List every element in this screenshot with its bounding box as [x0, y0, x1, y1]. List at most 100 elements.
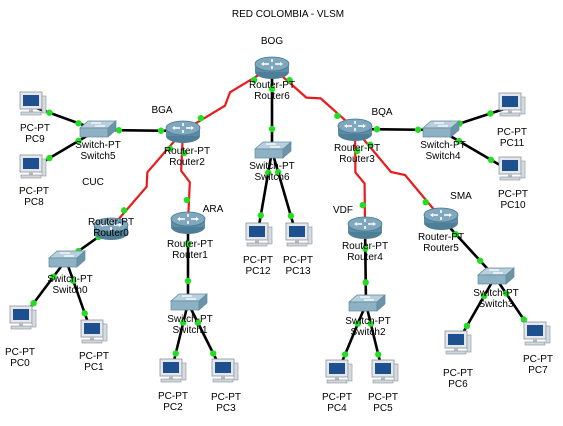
link-status-dot — [268, 125, 276, 133]
diagram-title: RED COLOMBIA - VLSM — [232, 9, 344, 20]
link-status-dot — [455, 137, 463, 145]
pc-icon — [498, 156, 526, 181]
router-type-label: Router-PT — [418, 232, 464, 243]
router-name-label: Router1 — [172, 250, 208, 261]
router-location-label: SMA — [450, 191, 472, 202]
link-status-dot — [30, 300, 37, 307]
link-status-dot — [75, 120, 82, 127]
link-status-dot — [172, 350, 179, 357]
link-r4-s2 — [362, 226, 369, 305]
switch-type-label: Switch-PT — [420, 140, 466, 151]
pc-type-label: PC-PT — [523, 354, 553, 365]
link-status-dot — [359, 201, 366, 209]
link-status-dot — [183, 196, 190, 204]
switch-type-label: Switch-PT — [75, 140, 121, 151]
link-status-dot — [250, 76, 258, 84]
link-status-dot — [184, 240, 192, 248]
link-status-dot — [503, 290, 510, 297]
link-status-dot — [520, 316, 527, 323]
pc-icon — [9, 305, 37, 330]
router-location-label: CUC — [82, 177, 104, 188]
pc-type-label: PC-PT — [243, 255, 273, 266]
link-status-dot — [341, 351, 349, 358]
pc-name-label: PC13 — [285, 266, 310, 277]
link-status-dot — [487, 156, 495, 164]
pc-type-label: PC-PT — [19, 186, 49, 197]
link-status-dot — [362, 245, 369, 252]
link-status-dot — [362, 279, 369, 286]
pc-type-label: PC-PT — [443, 368, 473, 379]
switch-name-label: Switch6 — [254, 172, 289, 183]
link-status-dot — [463, 322, 471, 330]
pc-name-label: PC2 — [163, 402, 183, 413]
pc-name-label: PC6 — [448, 379, 468, 390]
router-name-label: Router4 — [347, 252, 383, 263]
pc-icon — [498, 92, 526, 117]
switch-type-label: Switch-PT — [345, 316, 391, 327]
link-status-dot — [70, 277, 77, 284]
link-status-dot — [354, 147, 361, 155]
pc-icon — [211, 358, 239, 383]
switch-type-label: Switch-PT — [47, 274, 93, 285]
switch-name-label: Switch2 — [350, 327, 385, 338]
pc-icon — [285, 222, 313, 247]
switch-icon — [79, 120, 117, 138]
pc-icon — [80, 319, 108, 344]
link-status-dot — [452, 231, 460, 238]
pc-icon — [371, 359, 399, 384]
link-status-dot — [480, 292, 488, 300]
link-status-dot — [75, 137, 82, 145]
pc-type-label: PC-PT — [498, 189, 528, 200]
router-name-label: Router0 — [93, 228, 129, 239]
switch-name-label: Switch3 — [478, 299, 513, 310]
link-r6-r3 — [271, 66, 356, 130]
router-type-label: Router-PT — [167, 239, 213, 250]
pc-name-label: PC11 — [500, 138, 525, 149]
link-r2-r1 — [180, 130, 191, 223]
pc-name-label: PC9 — [25, 134, 45, 145]
pc-type-label: PC-PT — [158, 391, 188, 402]
link-status-dot — [194, 319, 201, 326]
link-status-dot — [184, 277, 192, 285]
link-status-dot — [197, 114, 205, 122]
link-status-dot — [354, 320, 362, 327]
link-status-dot — [286, 76, 293, 84]
switch-name-label: Switch1 — [172, 325, 207, 336]
pc-icon — [523, 321, 551, 346]
router-location-label: VDF — [333, 205, 353, 216]
router-type-label: Router-PT — [342, 241, 388, 252]
link-status-dot — [46, 109, 53, 116]
router-name-label: Router6 — [254, 91, 290, 102]
pc-icon — [325, 359, 353, 384]
router-type-label: Router-PT — [164, 146, 210, 157]
